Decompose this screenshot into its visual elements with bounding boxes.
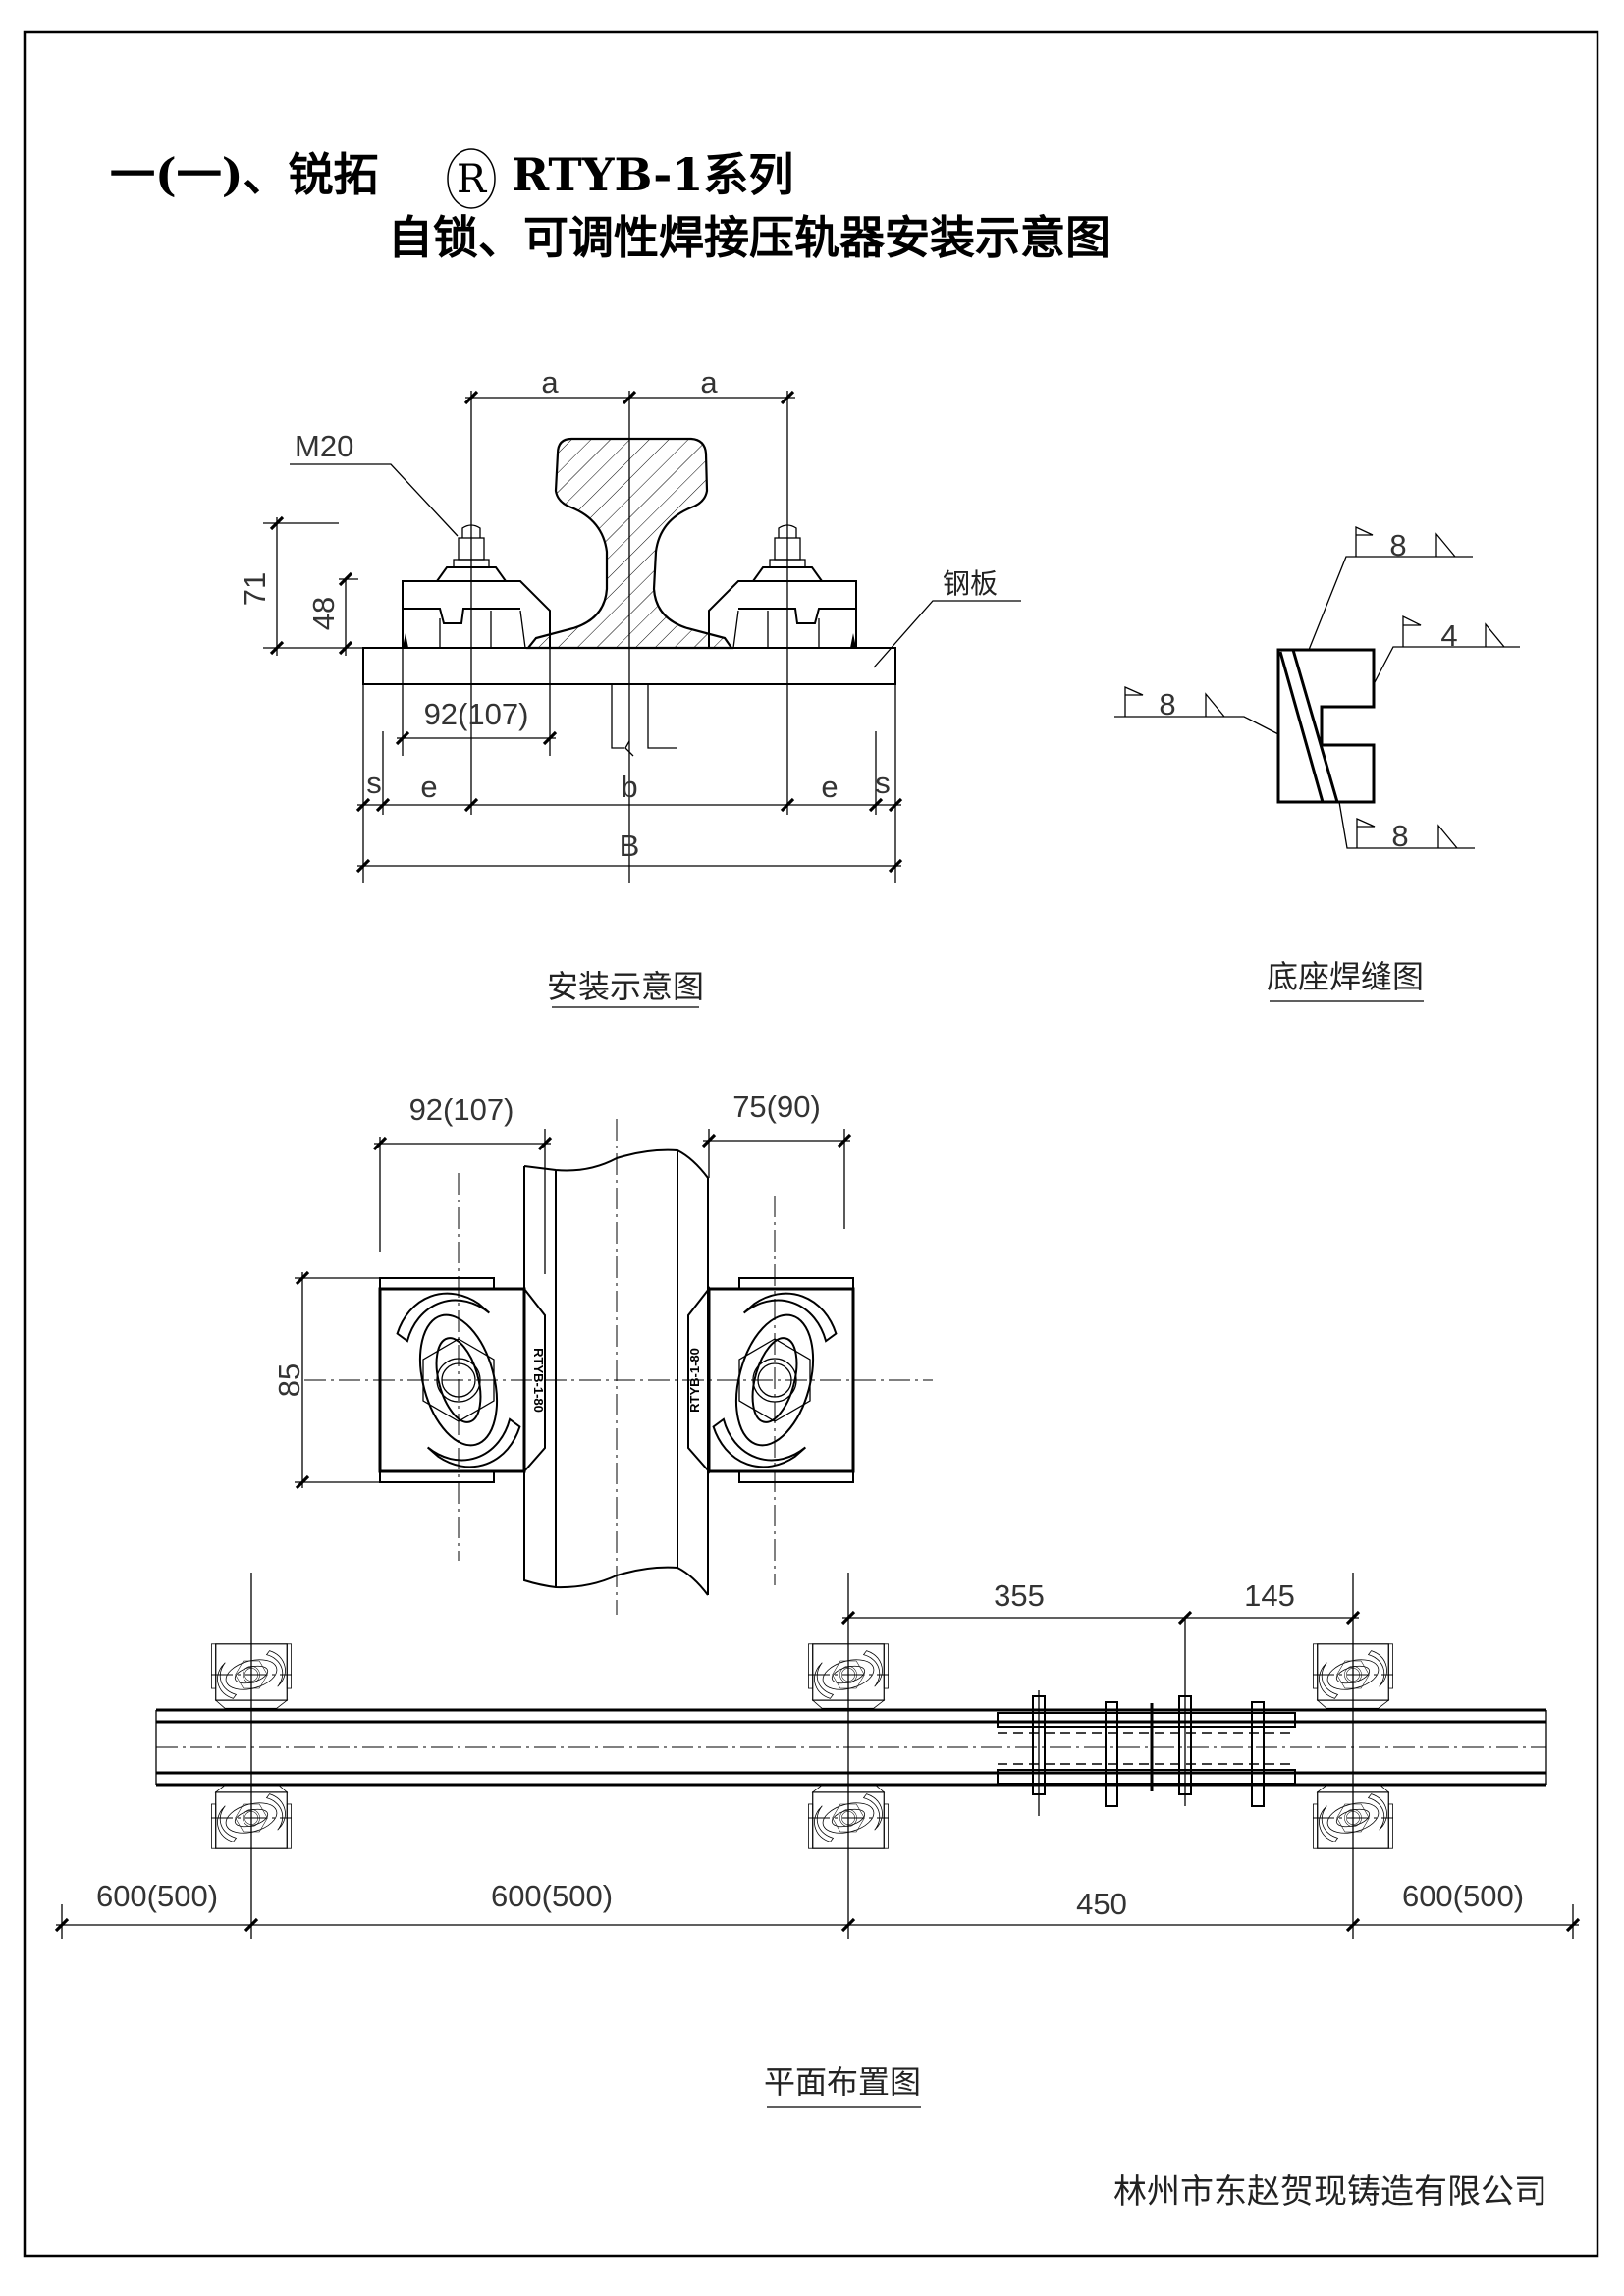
weld-view: 8 4 8 8 底座焊缝图 [1114, 525, 1520, 1002]
layout-plan: 355 145 600(500) 600(500) 450 600(500) 平… [54, 1573, 1581, 2108]
bolt-label: M20 [295, 429, 353, 463]
clamp-left [402, 524, 551, 649]
plan-detail: RTYB-1-80 RTYB-1-80 92(107) 75(90) 85 [272, 1090, 933, 1615]
dim-clamp-width: 92(107) [424, 697, 529, 731]
dim-s-left: s [366, 766, 382, 800]
dim-plan-height: 85 [272, 1363, 306, 1397]
dim-layout-bottom-2: 600(500) [491, 1879, 613, 1913]
registered-circle-icon [447, 148, 496, 209]
install-view: a a M20 71 48 钢板 92(107) s e b e s B 安装示… [238, 365, 1021, 1008]
dim-s-right: s [875, 766, 891, 800]
dim-layout-145: 145 [1244, 1578, 1295, 1613]
dim-a-right: a [700, 365, 718, 400]
dim-e-left: e [420, 770, 437, 804]
title-block: 一(一)、锐拓 R RTYB-1系列 自锁、可调性焊接压轨器安装示意图 [110, 148, 1110, 264]
clamp-label-right: RTYB-1-80 [687, 1348, 702, 1413]
company-name: 林州市东赵贺现铸造有限公司 [1113, 2172, 1547, 2212]
base-outline [1276, 648, 1376, 804]
weld-size-right: 4 [1440, 618, 1457, 653]
clamp-right [708, 524, 857, 649]
dim-a-left: a [541, 365, 559, 400]
weld-size-top: 8 [1389, 528, 1406, 562]
plate-label: 钢板 [943, 567, 998, 600]
dim-b: b [621, 770, 637, 804]
layout-plan-caption: 平面布置图 [764, 2063, 921, 2101]
rail-lines [156, 1708, 1546, 1787]
dim-B: B [620, 828, 640, 863]
rail-joint [997, 1618, 1296, 1816]
weld-view-caption: 底座焊缝图 [1267, 958, 1424, 995]
dim-plan-left: 92(107) [409, 1093, 514, 1127]
dim-total-height: 71 [238, 572, 272, 606]
registered-mark: R [457, 157, 488, 202]
dim-plan-right: 75(90) [732, 1090, 821, 1124]
title-series: RTYB-1系列 [512, 148, 793, 201]
dim-e-right: e [821, 770, 838, 804]
title-prefix: 一(一)、锐拓 [110, 148, 379, 201]
dim-clamp-height: 48 [306, 597, 341, 630]
title-main: 自锁、可调性焊接压轨器安装示意图 [388, 211, 1110, 264]
dim-layout-bottom-4: 600(500) [1402, 1879, 1524, 1913]
dim-layout-355: 355 [994, 1578, 1045, 1613]
install-view-caption: 安装示意图 [547, 968, 704, 1005]
weld-size-left: 8 [1159, 687, 1175, 721]
clamp-label-left: RTYB-1-80 [531, 1348, 546, 1413]
dim-layout-bottom-3: 450 [1076, 1887, 1127, 1921]
dim-layout-bottom-1: 600(500) [96, 1879, 218, 1913]
sheet-border [23, 30, 1599, 2258]
weld-size-bottom: 8 [1391, 819, 1408, 853]
